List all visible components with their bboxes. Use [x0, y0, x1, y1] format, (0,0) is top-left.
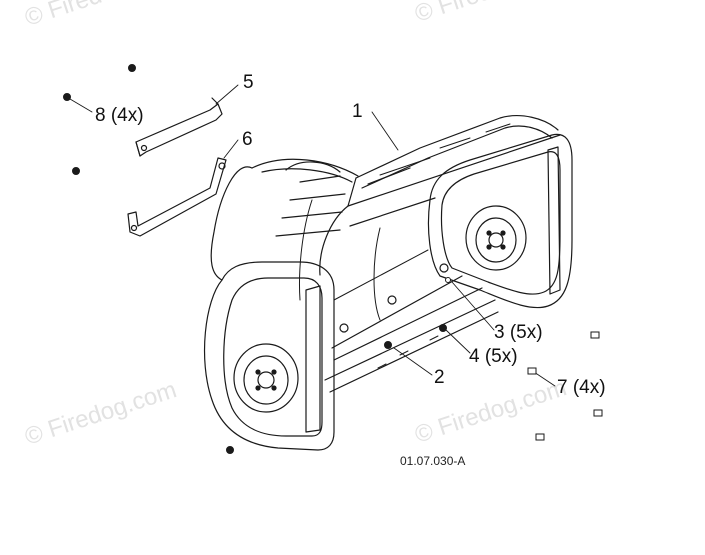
leader-5: [215, 84, 239, 105]
nut-part-4: [384, 341, 392, 349]
nut-part-4: [439, 324, 447, 332]
callout-6: 6: [242, 129, 253, 150]
right-bearing-hub: [465, 205, 527, 271]
callout-3: 3 (5x): [494, 322, 543, 343]
callout-7: 7 (4x): [557, 377, 606, 398]
leader-1: [371, 111, 399, 151]
hardware: [63, 64, 603, 454]
watermark-bottom-left: © Firedog.com: [22, 376, 180, 450]
callout-2: 2: [434, 367, 445, 388]
leader-2: [393, 347, 433, 376]
nut-part-4: [226, 446, 234, 454]
screw-part-8: [72, 167, 80, 175]
callouts: 1 2 3 (5x) 4 (5x) 5 6 7 (4x) 8 (4x): [95, 72, 606, 398]
screw-part-8: [63, 93, 71, 101]
leader-4: [445, 329, 471, 354]
watermarks: © Fired © Fireu © Firedog.com © Firedog.…: [22, 0, 570, 451]
bracket-part-6: [127, 157, 227, 237]
auger-housing: [203, 115, 573, 451]
left-bearing-hub: [233, 343, 299, 413]
leader-3: [451, 281, 495, 331]
drawing-reference-number: 01.07.030-A: [400, 454, 465, 468]
watermark-top-right: © Fireu: [412, 0, 496, 28]
callout-1: 1: [352, 101, 363, 122]
auger-drum: [210, 158, 359, 301]
callout-8: 8 (4x): [95, 105, 144, 126]
bracket-part-5: [135, 97, 223, 157]
leader-8: [69, 98, 93, 113]
leader-7: [533, 371, 556, 387]
callout-4: 4 (5x): [469, 346, 518, 367]
bolt-part-3: [445, 277, 451, 283]
leader-6: [223, 139, 239, 159]
callout-5: 5: [243, 72, 254, 93]
screw-part-8: [128, 64, 136, 72]
watermark-top-left: © Fired: [22, 0, 106, 32]
leader-lines: [69, 84, 556, 387]
bolt-part-7: [527, 331, 603, 441]
